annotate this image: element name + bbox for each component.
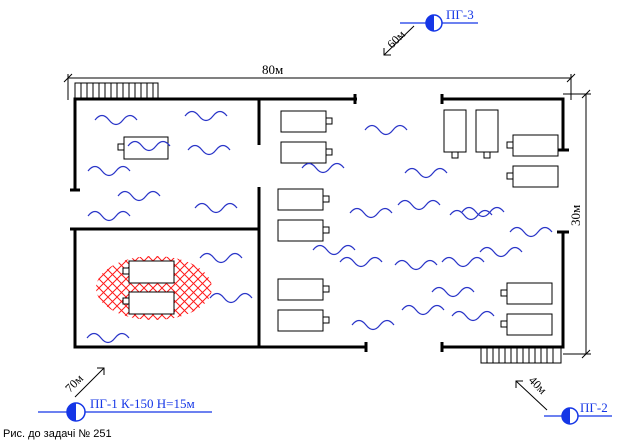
smoke-wave (312, 244, 356, 256)
smoke-wave (479, 246, 523, 258)
arrow-pg2 (515, 380, 548, 411)
arrow-pg1 (74, 367, 105, 398)
smoke-wave (209, 292, 253, 304)
smoke-wave (339, 256, 383, 268)
figure-caption: Рис. до задачі № 251 (3, 428, 112, 440)
smoke-wave (117, 190, 161, 202)
hydrant-pg2 (544, 407, 612, 425)
smoke-wave (349, 207, 393, 219)
smoke-wave (87, 210, 131, 222)
smoke-wave (461, 206, 505, 218)
stairs-bottom-right (480, 346, 562, 364)
smoke-wave (187, 144, 231, 156)
equipment (117, 109, 559, 336)
smoke-wave (184, 110, 228, 122)
smoke-wave (394, 259, 438, 271)
smoke-wave (94, 114, 138, 126)
hydrant-pg1-label: ПГ-1 К-150 Н=15м (90, 396, 195, 411)
smoke-waves (86, 110, 553, 344)
smoke-wave (351, 319, 395, 331)
smoke-wave (364, 124, 408, 136)
width-label: 30м (568, 205, 583, 226)
smoke-wave (449, 209, 493, 221)
hydrant-pg2-label: ПГ-2 (580, 400, 608, 415)
arrow-pg3 (383, 25, 415, 56)
hydrant-pg1 (38, 402, 212, 422)
smoke-wave (87, 165, 131, 177)
hydrant-pg3 (400, 14, 478, 32)
smoke-wave (441, 256, 485, 268)
smoke-wave (401, 304, 445, 316)
smoke-wave (404, 167, 448, 179)
stairs-top-left (74, 82, 159, 100)
distance-pg3-label: 60м (384, 27, 408, 51)
smoke-wave (127, 140, 171, 152)
dimension-length (63, 73, 576, 100)
smoke-wave (397, 199, 441, 211)
smoke-wave (86, 332, 130, 344)
smoke-wave (431, 286, 475, 298)
dimension-width (563, 89, 591, 359)
length-label: 80м (262, 62, 283, 77)
smoke-wave (509, 226, 553, 238)
smoke-wave (199, 252, 243, 264)
hydrant-pg3-label: ПГ-3 (446, 7, 474, 22)
smoke-wave (194, 202, 238, 214)
smoke-wave (301, 162, 345, 174)
distance-pg1-label: 70м (62, 371, 86, 395)
smoke-wave (451, 310, 495, 322)
